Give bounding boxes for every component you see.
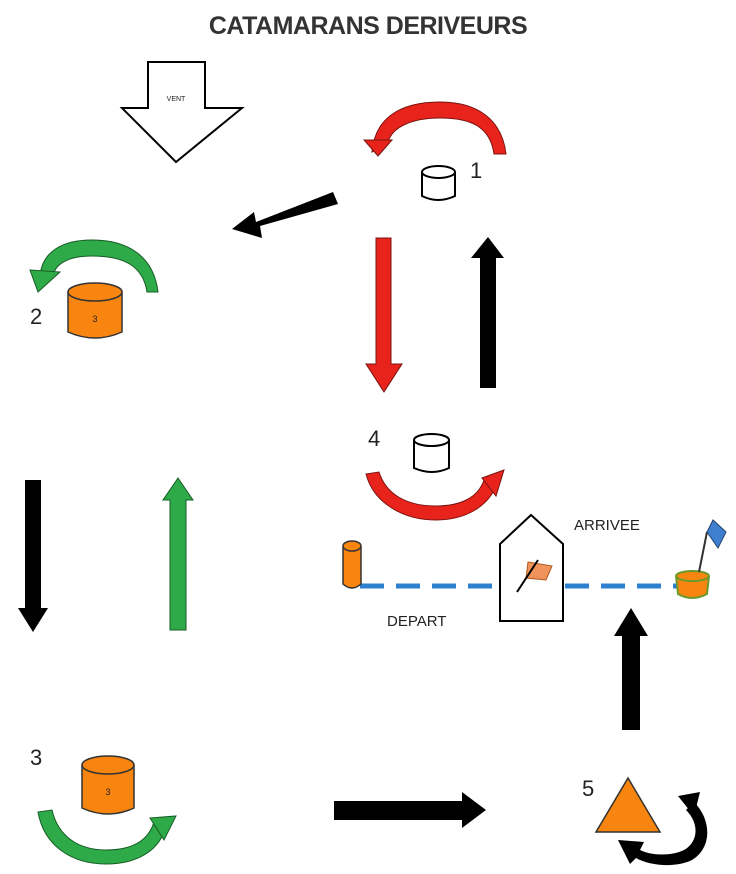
- buoy-4: [413, 433, 450, 473]
- finish-label: ARRIVEE: [574, 517, 640, 534]
- start-finish-line: DEPART ARRIVEE: [342, 513, 727, 630]
- arrow-black-down: [18, 480, 48, 632]
- diagram-title: CATAMARANS DERIVEURS: [208, 12, 528, 40]
- arrow-black-right: [334, 792, 486, 828]
- start-label: DEPART: [387, 613, 446, 630]
- mark-1-number: 1: [470, 158, 482, 183]
- mark-5-number: 5: [582, 776, 594, 801]
- mark-4: 4: [365, 426, 505, 521]
- buoy-1: [421, 165, 456, 201]
- arrow-finish-up: [614, 608, 648, 730]
- arrow-black-up: [471, 237, 504, 388]
- arrow-1-to-2: [232, 192, 338, 238]
- mark-5: 5: [582, 776, 708, 866]
- mark-1: 1: [362, 101, 507, 201]
- committee-boat: [499, 513, 564, 622]
- mark-4-number: 4: [368, 426, 380, 451]
- arrow-green-up: [162, 477, 194, 631]
- arrow-red-down: [365, 237, 403, 393]
- finish-buoy: [675, 519, 727, 599]
- buoy-3: 3: [81, 755, 135, 815]
- mark-3: 3 3: [30, 745, 177, 865]
- mark-3-number: 3: [30, 745, 42, 770]
- wind-label: VENT: [167, 96, 186, 103]
- mark-2-number: 2: [30, 304, 42, 329]
- wind-arrow: VENT: [119, 61, 245, 164]
- triangle-buoy-5: [594, 776, 662, 833]
- buoy-3-text: 3: [105, 787, 110, 797]
- start-pin-buoy: [342, 540, 362, 589]
- buoy-2-text: 3: [92, 314, 97, 324]
- mark-2: 3 2: [29, 239, 159, 339]
- buoy-2: 3: [67, 282, 123, 339]
